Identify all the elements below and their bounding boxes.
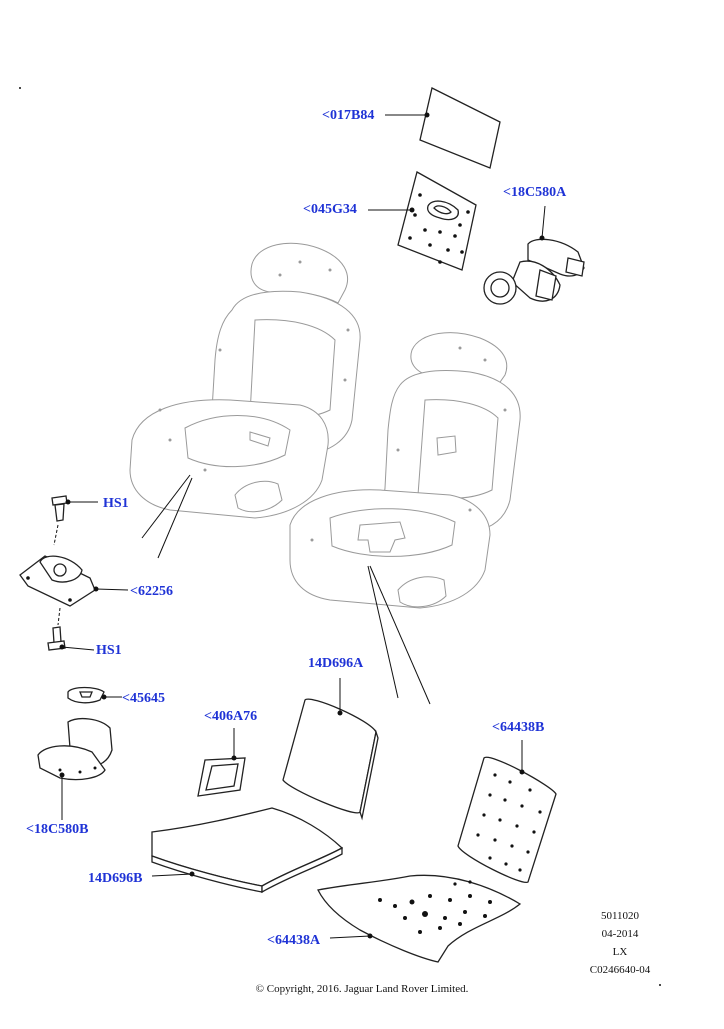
- part-406a76-frame: [197, 728, 246, 797]
- part-017b84-panel: [385, 87, 501, 169]
- label-017b84[interactable]: <017B84: [322, 108, 375, 123]
- part-18c580b-actuator: [37, 717, 113, 820]
- label-14d696b[interactable]: 14D696B: [88, 871, 143, 886]
- part-hs1-bottom-bolt: [47, 626, 95, 651]
- seat-right-outline: [289, 332, 521, 609]
- seat-leader-line-c: [367, 565, 399, 699]
- part-62256-bracket: [19, 555, 129, 626]
- ref-date: 04-2014: [601, 928, 639, 940]
- part-14d696b-cushion-pad: [151, 807, 344, 894]
- part-64438a-seat-pan: [317, 874, 522, 963]
- seat-left-outline: [129, 242, 361, 519]
- label-45645[interactable]: <45645: [122, 691, 165, 706]
- label-62256[interactable]: <62256: [130, 584, 173, 599]
- label-406a76[interactable]: <406A76: [204, 709, 258, 724]
- corner-mark: [659, 984, 661, 986]
- label-18c580a[interactable]: <18C580A: [503, 185, 567, 200]
- seat-leader-line-a: [141, 474, 191, 539]
- part-18c580a-actuator: [483, 205, 585, 305]
- part-64438b-back-panel: [457, 740, 557, 883]
- label-hs1-top[interactable]: HS1: [103, 496, 129, 511]
- label-18c580b[interactable]: <18C580B: [26, 822, 89, 837]
- corner-mark: [19, 87, 21, 89]
- seat-leader-line-d: [369, 565, 431, 705]
- label-64438b[interactable]: <64438B: [492, 720, 545, 735]
- seat-leader-line-b: [157, 477, 193, 559]
- label-hs1-bottom[interactable]: HS1: [96, 643, 122, 658]
- part-14d696a-back-pad: [282, 678, 379, 821]
- part-45645-cover: [67, 686, 122, 704]
- label-64438a[interactable]: <64438A: [267, 933, 321, 948]
- copyright-notice: © Copyright, 2016. Jaguar Land Rover Lim…: [255, 983, 469, 995]
- label-045g34[interactable]: <045G34: [303, 202, 357, 217]
- part-hs1-top-bolt: [51, 495, 98, 546]
- part-045g34-plate: [368, 171, 477, 271]
- ref-illustration-id: C0246640-04: [589, 964, 651, 976]
- ref-model: LX: [612, 946, 628, 958]
- ref-code: 5011020: [600, 910, 640, 922]
- label-14d696a[interactable]: 14D696A: [308, 656, 364, 671]
